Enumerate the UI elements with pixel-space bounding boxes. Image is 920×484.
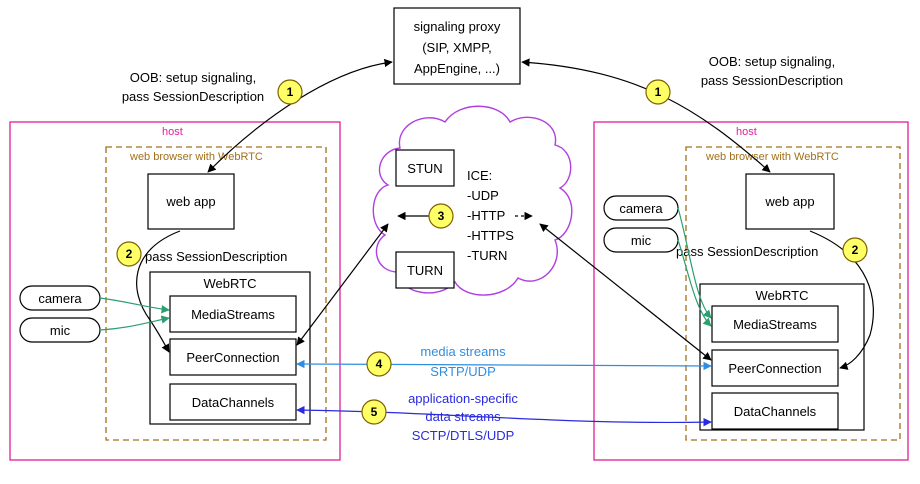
- media-streams-right: MediaStreams: [711, 305, 839, 343]
- web-app-right-label: web app: [764, 194, 814, 209]
- badges: 1 1 2 2 3 4 5: [116, 79, 868, 425]
- svg-text:1: 1: [287, 85, 294, 99]
- media-streams-label: media streams SRTP/UDP: [420, 344, 506, 379]
- media-streams-left-label: MediaStreams: [191, 307, 275, 322]
- signaling-proxy-line1: signaling proxy: [414, 19, 501, 34]
- svg-text:4: 4: [376, 357, 383, 371]
- badge-5: 5: [361, 399, 387, 425]
- arrow-data-streams: [296, 405, 712, 427]
- webrtc-right-label: WebRTC: [756, 288, 809, 303]
- peer-connection-right-label: PeerConnection: [728, 361, 821, 376]
- arrow-ice-right: [539, 223, 712, 361]
- camera-right: camera: [603, 195, 679, 221]
- oob-right-line1: OOB: setup signaling,: [709, 54, 835, 69]
- badge-4: 4: [366, 351, 392, 377]
- data-streams-label: application-specific data streams SCTP/D…: [408, 391, 518, 443]
- media-streams-left: MediaStreams: [169, 295, 297, 333]
- host-left: host web browser with WebRTC web app pas…: [9, 121, 341, 461]
- svg-text:2: 2: [852, 243, 859, 257]
- arrow-camera-left: [99, 297, 170, 314]
- mic-right: mic: [603, 227, 679, 253]
- pass-sd-left: pass SessionDescription: [145, 249, 287, 264]
- browser-left-label: web browser with WebRTC: [129, 151, 263, 163]
- peer-connection-left: PeerConnection: [169, 338, 297, 376]
- ice-protocol-http: -HTTP: [467, 208, 505, 223]
- mic-right-label: mic: [631, 233, 652, 248]
- data-channels-left: DataChannels: [169, 383, 297, 421]
- media-streams-right-label: MediaStreams: [733, 317, 817, 332]
- web-app-left: web app: [147, 173, 235, 230]
- data-label-line1: application-specific: [408, 391, 518, 406]
- camera-left: camera: [19, 285, 101, 311]
- data-label-line2: data streams: [425, 409, 501, 424]
- oob-left-line1: OOB: setup signaling,: [130, 70, 256, 85]
- stun-box: STUN: [395, 149, 455, 187]
- camera-right-label: camera: [619, 201, 663, 216]
- host-right-label: host: [736, 126, 757, 138]
- peer-connection-right: PeerConnection: [711, 349, 839, 387]
- mic-left-label: mic: [50, 323, 71, 338]
- host-left-label: host: [162, 126, 183, 138]
- web-app-right: web app: [745, 173, 835, 230]
- badge-1-right: 1: [645, 79, 671, 105]
- arrows: [99, 58, 874, 427]
- svg-text:3: 3: [438, 209, 445, 223]
- stun-label: STUN: [407, 161, 442, 176]
- arrow-pass-sd-left: [136, 230, 181, 353]
- signaling-proxy-line2: (SIP, XMPP,: [422, 40, 492, 55]
- svg-text:5: 5: [371, 405, 378, 419]
- svg-text:1: 1: [655, 85, 662, 99]
- ice-title: ICE:: [467, 168, 492, 183]
- badge-3: 3: [428, 203, 454, 229]
- data-channels-right: DataChannels: [711, 392, 839, 430]
- mic-left: mic: [19, 317, 101, 343]
- turn-label: TURN: [407, 263, 443, 278]
- badge-2-right: 2: [842, 237, 868, 263]
- ice-cloud: STUN TURN ICE: -UDP -HTTP -HTTPS -TURN: [372, 105, 573, 296]
- arrow-mic-left: [99, 315, 170, 331]
- signaling-proxy: signaling proxy (SIP, XMPP, AppEngine, .…: [393, 7, 521, 85]
- camera-left-label: camera: [38, 291, 82, 306]
- arrow-camera-right: [677, 207, 712, 319]
- data-label-line3: SCTP/DTLS/UDP: [412, 428, 515, 443]
- ice-protocol-turn: -TURN: [467, 248, 507, 263]
- arrow-mic-right: [677, 239, 712, 327]
- turn-box: TURN: [395, 251, 455, 289]
- ice-protocol-udp: -UDP: [467, 188, 499, 203]
- signaling-proxy-line3: AppEngine, ...): [414, 61, 500, 76]
- pass-sd-right: pass SessionDescription: [676, 244, 818, 259]
- oob-label-right: OOB: setup signaling, pass SessionDescri…: [701, 54, 843, 88]
- peer-connection-left-label: PeerConnection: [186, 350, 279, 365]
- badge-1-left: 1: [277, 79, 303, 105]
- oob-left-line2: pass SessionDescription: [122, 89, 264, 104]
- ice-protocol-https: -HTTPS: [467, 228, 514, 243]
- oob-right-line2: pass SessionDescription: [701, 73, 843, 88]
- host-right: host web browser with WebRTC web app pas…: [593, 121, 909, 461]
- media-label-line2: SRTP/UDP: [430, 364, 496, 379]
- media-label-line1: media streams: [420, 344, 506, 359]
- browser-right-label: web browser with WebRTC: [705, 151, 839, 163]
- web-app-left-label: web app: [165, 194, 215, 209]
- svg-text:2: 2: [126, 247, 133, 261]
- data-channels-right-label: DataChannels: [734, 404, 817, 419]
- oob-label-left: OOB: setup signaling, pass SessionDescri…: [122, 70, 264, 104]
- badge-2-left: 2: [116, 241, 142, 267]
- data-channels-left-label: DataChannels: [192, 395, 275, 410]
- webrtc-left-label: WebRTC: [204, 276, 257, 291]
- arrow-media-streams: [296, 359, 712, 371]
- arrow-ice-left: [296, 223, 389, 346]
